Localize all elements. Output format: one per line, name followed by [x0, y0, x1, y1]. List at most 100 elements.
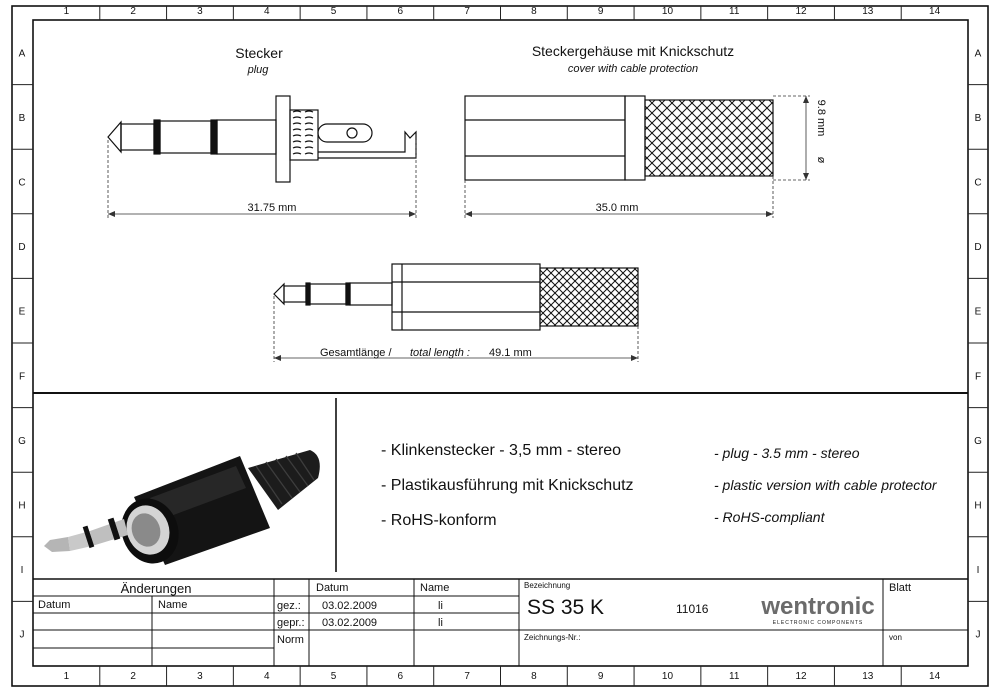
assembly-drawing	[273, 263, 639, 331]
column-label-bottom: 5	[331, 671, 337, 682]
column-label-top: 7	[464, 6, 470, 17]
column-label-top: 14	[929, 6, 941, 17]
column-label-top: 6	[398, 6, 404, 17]
knurl-line	[539, 267, 597, 325]
plug-title: Stecker	[235, 45, 283, 61]
column-label-top: 2	[130, 6, 136, 17]
row-label-right: H	[974, 501, 981, 512]
knurl-line	[644, 99, 696, 151]
knurl-line	[644, 145, 676, 177]
knurl-line	[698, 99, 774, 175]
row-label-right: B	[975, 113, 982, 124]
column-label-top: 11	[729, 6, 740, 17]
knurl-line	[644, 99, 676, 131]
knurl-line	[644, 99, 716, 171]
knurl-line	[617, 305, 639, 327]
changes-date-header: Datum	[38, 599, 70, 611]
knurl-line	[698, 101, 774, 177]
row-label-left: E	[19, 307, 26, 318]
column-label-bottom: 6	[398, 671, 404, 682]
knurl-line	[718, 99, 774, 155]
row-label-right: I	[977, 565, 980, 576]
knurl-line	[577, 267, 637, 327]
feature-en-2: - plastic version with cable protector	[714, 477, 938, 493]
knurl-line	[748, 151, 774, 177]
column-label-bottom: 10	[662, 671, 674, 682]
knurl-line	[633, 267, 639, 273]
drawn-date: 03.02.2009	[322, 600, 377, 612]
knurl-line	[738, 141, 774, 177]
column-label-bottom: 14	[929, 671, 941, 682]
knurl-line	[601, 267, 639, 305]
assembly-length-value: 49.1 mm	[489, 347, 532, 359]
knurl-line	[728, 99, 774, 145]
knurl-line	[625, 313, 639, 327]
knurl-line	[539, 285, 581, 327]
sign-date-header: Datum	[316, 582, 348, 594]
knurl-line	[625, 267, 639, 281]
knurl-line	[758, 161, 774, 177]
plug-dimension	[107, 140, 417, 218]
cover-subtitle: cover with cable protection	[568, 63, 698, 75]
knurl-line	[585, 267, 639, 321]
knurl-line	[545, 267, 605, 327]
plug-drawing	[107, 95, 417, 183]
diameter-value: 9.8 mm	[815, 100, 827, 137]
assembly-length-label-en: total length :	[410, 347, 470, 359]
knurl-line	[539, 269, 597, 327]
diameter-symbol: ø	[815, 157, 827, 164]
knurl-line	[539, 277, 589, 327]
drawn-label: gez.:	[277, 600, 301, 612]
column-label-bottom: 9	[598, 671, 604, 682]
row-label-left: D	[18, 242, 25, 253]
feature-de-3: - RoHS-konform	[381, 512, 497, 529]
wentronic-logo: wentronic	[760, 593, 874, 620]
column-label-top: 8	[531, 6, 537, 17]
knurl-line	[601, 289, 639, 327]
cover-diameter-label: 9.8 mm ø	[815, 100, 827, 164]
knurl-line	[748, 99, 774, 125]
column-label-top: 4	[264, 6, 270, 17]
knurl-line	[768, 99, 774, 105]
row-label-left: A	[19, 48, 26, 59]
knurl-line	[738, 99, 774, 135]
plug-length-label: 31.75 mm	[248, 202, 297, 214]
cover-dimensions	[464, 95, 810, 218]
column-label-top: 13	[862, 6, 874, 17]
knurl-line	[569, 267, 629, 327]
row-label-left: B	[19, 113, 26, 124]
row-label-left: J	[20, 630, 25, 641]
row-label-right: F	[975, 371, 981, 382]
row-label-right: D	[974, 242, 981, 253]
column-label-bottom: 4	[264, 671, 270, 682]
column-label-top: 5	[331, 6, 337, 17]
column-label-bottom: 11	[729, 671, 740, 682]
row-label-right: J	[976, 630, 981, 641]
column-label-bottom: 8	[531, 671, 537, 682]
cover-drawing	[464, 95, 774, 181]
norm-label: Norm	[277, 634, 304, 646]
feature-de-1: - Klinkenstecker - 3,5 mm - stereo	[381, 442, 621, 459]
knurl-line	[539, 301, 565, 327]
column-label-bottom: 7	[464, 671, 470, 682]
row-label-left: G	[18, 436, 26, 447]
article-number: 11016	[676, 602, 709, 616]
drawing-number-label: Zeichnungs-Nr.:	[524, 633, 580, 642]
product-photo	[44, 450, 320, 565]
knurl-line	[768, 171, 774, 177]
row-label-right: C	[974, 178, 981, 189]
assembly-length-label-de: Gesamtlänge /	[320, 347, 392, 359]
designation-label: Bezeichnung	[524, 581, 570, 590]
knurl-line	[553, 267, 613, 327]
of-label: von	[889, 633, 902, 642]
checked-date: 03.02.2009	[322, 617, 377, 629]
wentronic-logo-subtext: ELECTRONIC COMPONENTS	[773, 620, 863, 626]
changes-header: Änderungen	[121, 581, 192, 596]
row-label-left: I	[21, 565, 24, 576]
knurl-line	[644, 115, 706, 177]
feature-de-2: - Plastikausführung mit Knickschutz	[381, 477, 634, 494]
knurl-line	[539, 267, 565, 293]
